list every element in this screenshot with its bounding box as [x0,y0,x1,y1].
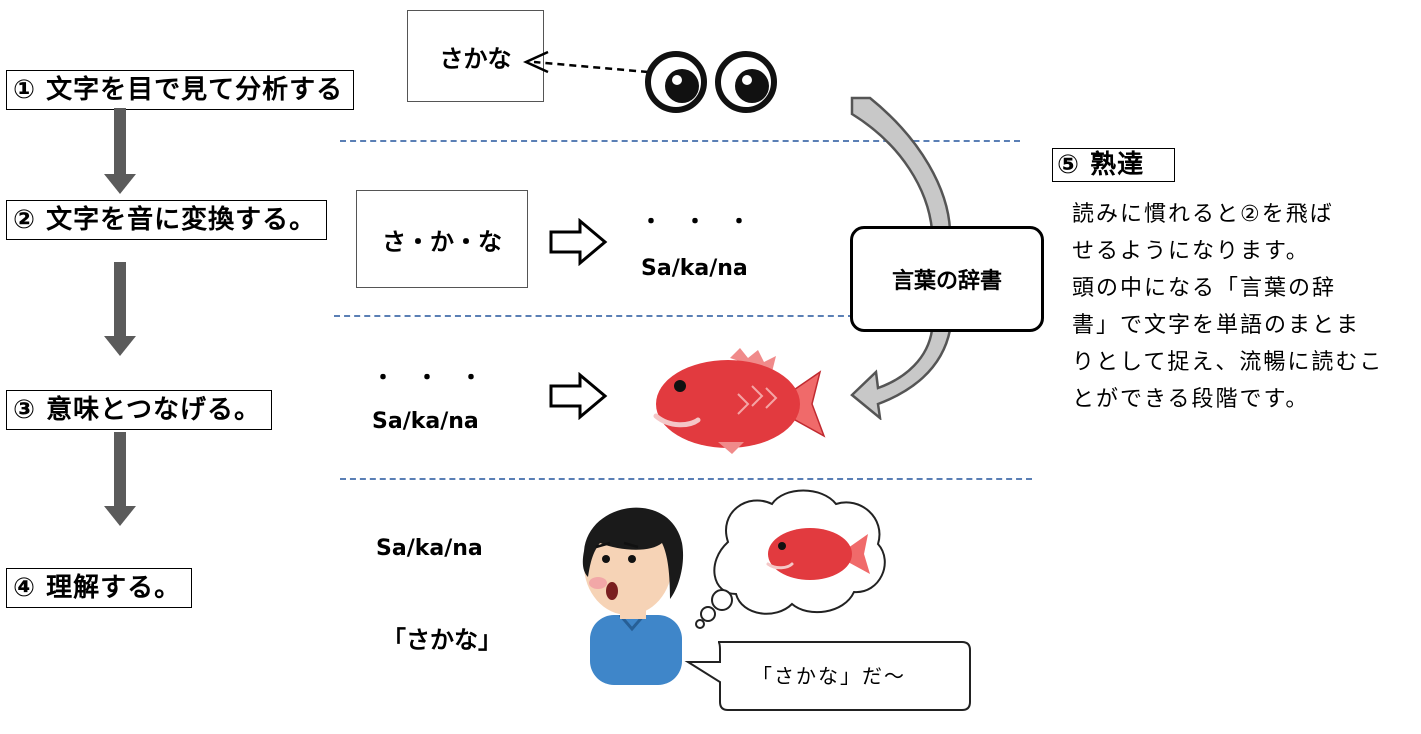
row4-word: 「さかな」 [382,626,502,654]
step-1-label: ① 文字を目で見て分析する [6,70,355,110]
mastery-title: ⑤ 熟達 [1052,148,1176,182]
separator-3 [340,478,1032,480]
step-4-label: ④ 理解する。 [6,568,193,608]
right-arrow-icon-row3 [549,372,608,420]
word-box-sa-ka-na: さ・か・な [356,190,528,288]
mastery-line: りとして捉え、流暢に読むこ [1072,350,1384,375]
row4-romaji: Sa/ka/na [376,536,483,561]
separator-1 [340,140,1020,142]
down-arrow-3 [104,432,136,526]
word-box-sa-ka-na-text: さ・か・な [382,227,502,256]
mastery-description: 読みに慣れると②を飛ば せるようになります。 頭の中になる「言葉の辞 書」で文字… [1072,196,1412,418]
step-3-label: ③ 意味とつなげる。 [6,390,273,430]
thought-fish-icon [766,528,870,580]
mastery-line: 頭の中になる「言葉の辞 [1072,276,1337,301]
speech-text: 「さかな」だ～ [752,664,906,688]
speech-bubble [684,641,971,711]
fish-icon [653,348,826,454]
word-box-sakana: さかな [407,10,544,102]
row2-romaji: Sa/ka/na [641,256,748,281]
mastery-line: とができる段階です。 [1072,387,1310,412]
row2-dots: ・ ・ ・ [640,210,751,235]
step-2-label: ② 文字を音に変換する。 [6,200,328,240]
down-arrow-2 [104,262,136,356]
row3-romaji: Sa/ka/na [372,409,479,434]
dictionary-label: 言葉の辞書 [891,269,1002,294]
eyes-icon [645,51,777,113]
row3-dots: ・ ・ ・ [372,366,483,391]
dashed-arrow-eyes [522,50,649,74]
person-icon [582,507,684,685]
down-arrow-1 [104,108,136,194]
dictionary-box: 言葉の辞書 [850,226,1044,332]
separator-2 [334,315,854,317]
word-box-sakana-text: さかな [439,44,512,73]
mastery-line: 書」で文字を単語のまとま [1072,313,1361,338]
mastery-line: 読みに慣れると②を飛ば [1072,202,1334,227]
right-arrow-icon-row2 [549,218,608,266]
mastery-line: せるようになります。 [1072,239,1310,264]
